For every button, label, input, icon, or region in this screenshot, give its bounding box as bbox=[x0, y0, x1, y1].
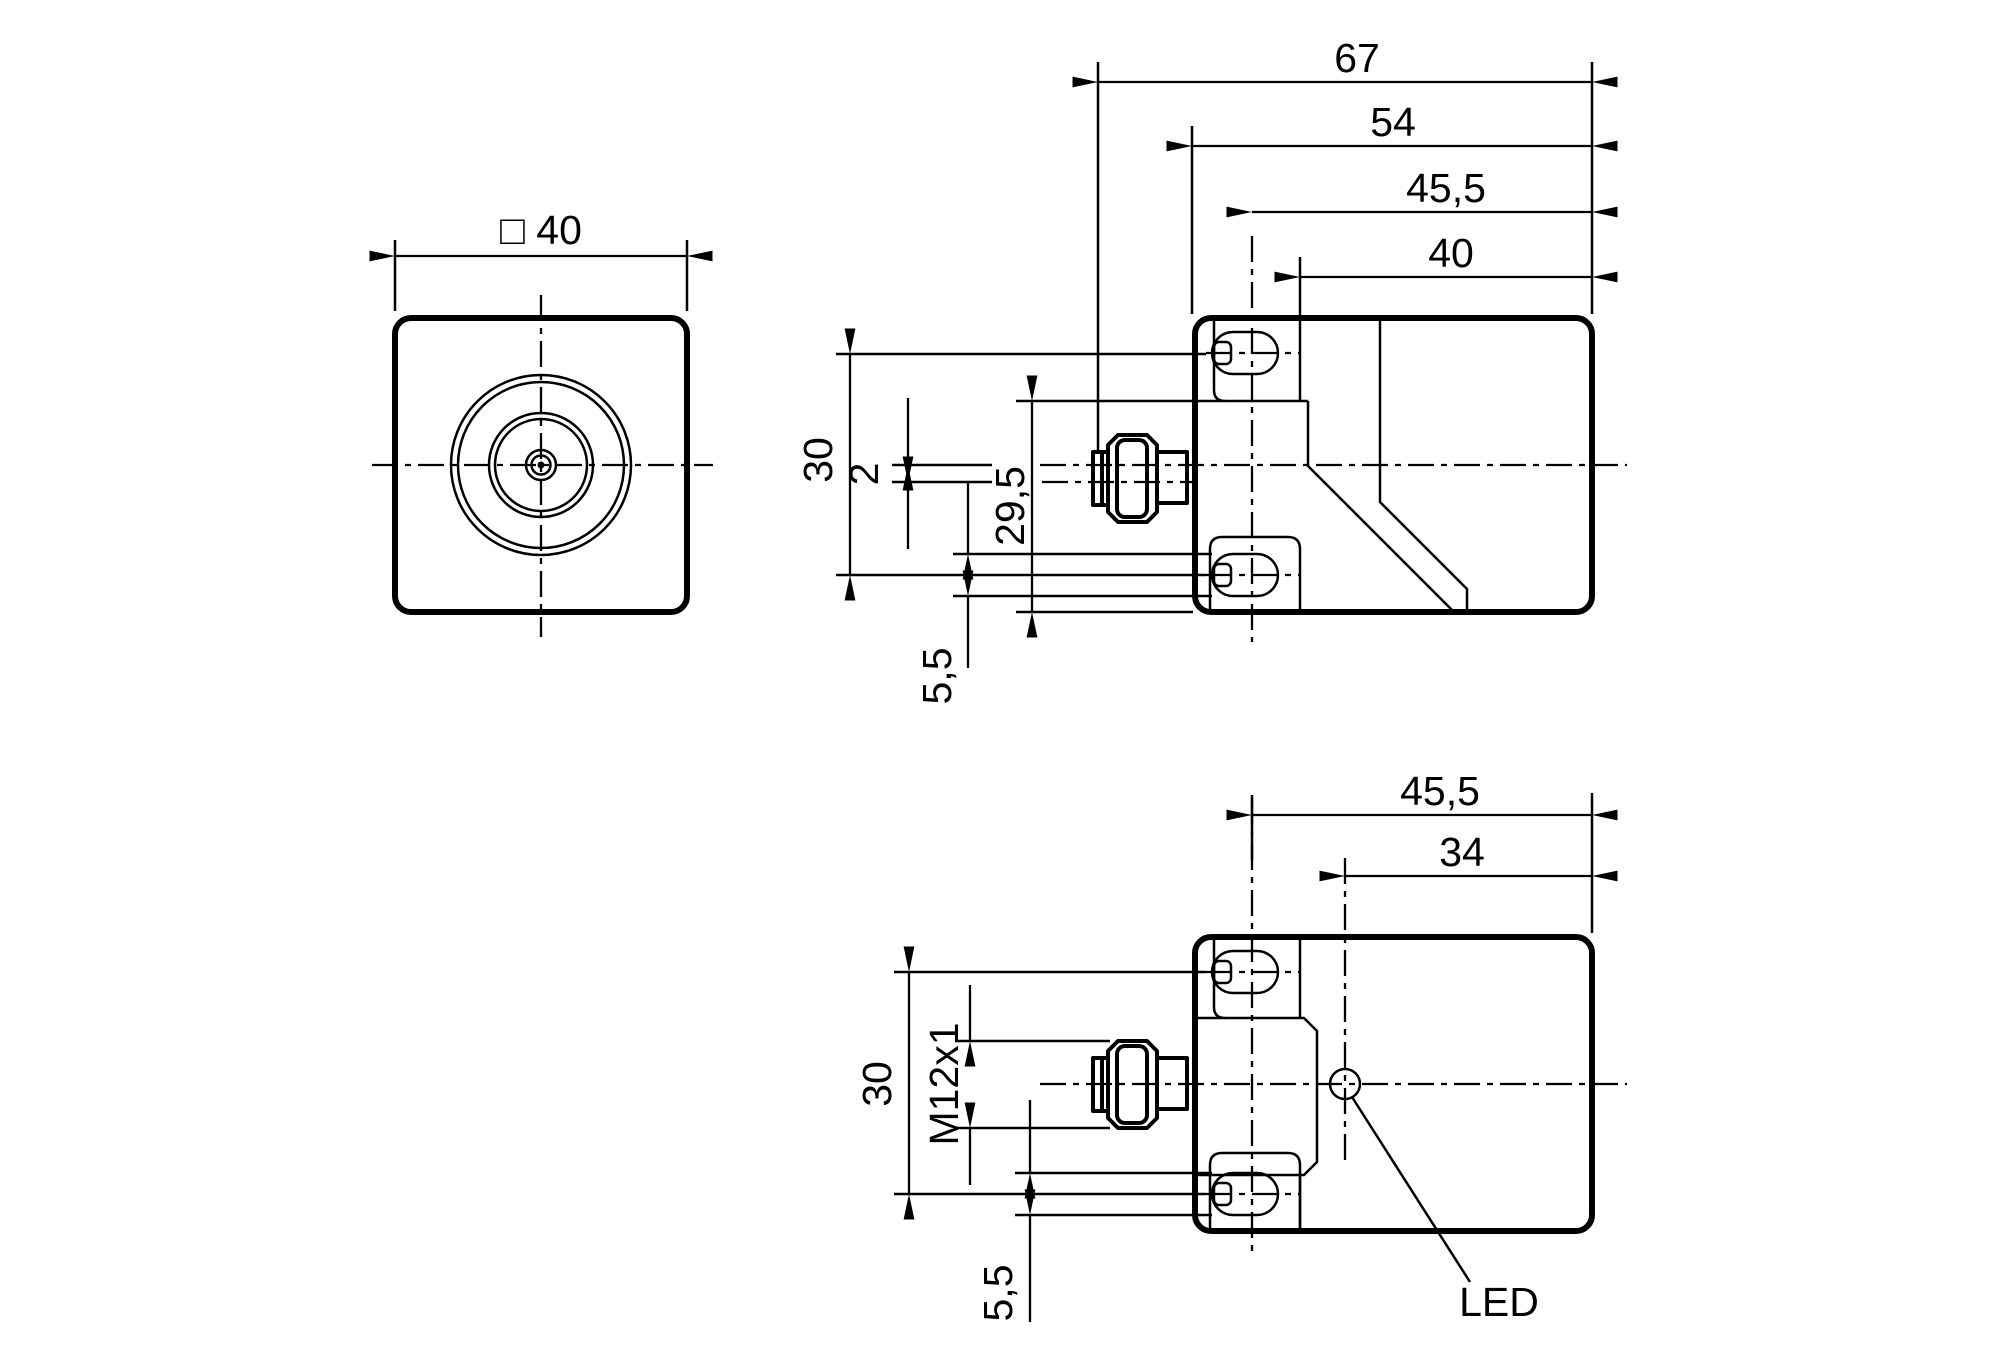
led-label: LED bbox=[1459, 1279, 1539, 1325]
dim-2: 2 bbox=[841, 398, 992, 549]
dim-label-45-5-bottom: 45,5 bbox=[1400, 768, 1480, 814]
dim-5-5-bottom: 5,5 bbox=[975, 1100, 1212, 1322]
dim-34: 34 bbox=[1319, 829, 1618, 882]
front-centerlines bbox=[372, 295, 713, 637]
dim-label-5-5-bottom: 5,5 bbox=[975, 1265, 1021, 1322]
dim-label-29-5: 29,5 bbox=[987, 466, 1033, 546]
dim-label-30-top: 30 bbox=[795, 437, 841, 483]
dim-5-5-top: 5,5 bbox=[914, 482, 1212, 705]
dim-front-width: □ 40 bbox=[369, 207, 713, 311]
side-view-top: 67 54 45,5 40 30 2 bbox=[795, 35, 1627, 705]
mounting-slot-lower-bottom bbox=[1206, 1171, 1300, 1217]
side-bottom-centerlines bbox=[1040, 798, 1627, 1258]
dim-label-30-bottom: 30 bbox=[854, 1061, 900, 1107]
front-view: □ 40 bbox=[369, 207, 713, 637]
dim-label-67: 67 bbox=[1334, 35, 1380, 81]
side-view-bottom: LED 45,5 34 30 M12x1 5,5 bbox=[854, 768, 1627, 1325]
led-leader-line bbox=[1350, 1096, 1472, 1283]
dim-label-34: 34 bbox=[1439, 829, 1485, 875]
dim-45-5-bottom: 45,5 bbox=[1226, 768, 1618, 933]
dim-label-2: 2 bbox=[841, 463, 887, 486]
dim-54: 54 bbox=[1166, 99, 1618, 314]
dim-label-54: 54 bbox=[1370, 99, 1416, 145]
dim-40: 40 bbox=[1274, 230, 1618, 316]
side-top-centerlines bbox=[1040, 236, 1627, 642]
led-indicator: LED bbox=[1328, 1067, 1539, 1325]
dim-30-bottom: 30 bbox=[854, 946, 1206, 1220]
m12-connector bbox=[1091, 433, 1189, 524]
dim-label-front-width: □ 40 bbox=[500, 207, 582, 253]
cap-contour-bottom bbox=[1195, 937, 1319, 1231]
dim-45-5-top: 45,5 bbox=[1226, 165, 1618, 218]
dim-label-5-5-top: 5,5 bbox=[914, 648, 960, 705]
dim-label-45-5-top: 45,5 bbox=[1406, 165, 1486, 211]
dim-m12x1: M12x1 bbox=[921, 985, 1110, 1185]
dim-label-40: 40 bbox=[1428, 230, 1474, 276]
housing-side-outline bbox=[1192, 315, 1595, 615]
dim-label-m12x1: M12x1 bbox=[921, 1022, 967, 1145]
dim-67: 67 bbox=[1072, 35, 1618, 450]
dim-30-top: 30 bbox=[795, 328, 1206, 601]
dim-29-5: 29,5 bbox=[987, 375, 1195, 638]
housing-side-outline-bottom bbox=[1192, 934, 1595, 1234]
